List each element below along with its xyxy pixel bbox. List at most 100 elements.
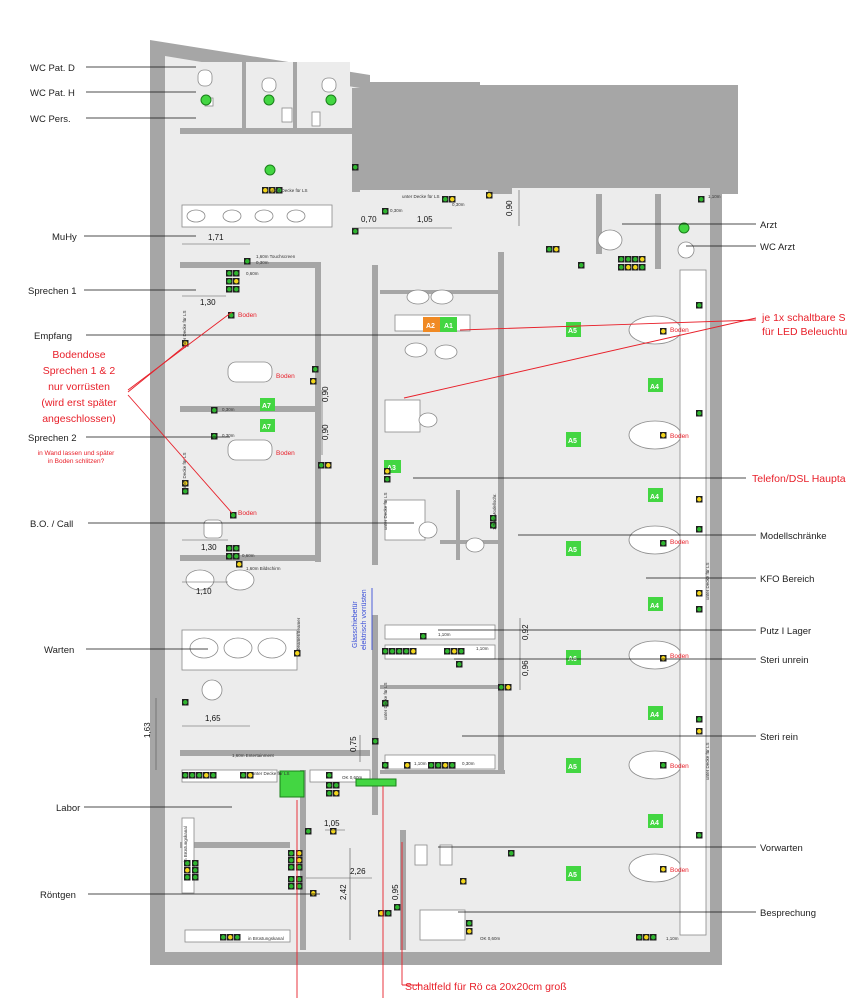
outlet-dot-icon: [404, 649, 409, 654]
glasschiebetuer-text: Glasschiebetür: [352, 601, 359, 648]
label-wc-arzt: WC Arzt: [760, 242, 795, 253]
outlet-dot-icon: [231, 513, 236, 518]
outlet-dot-icon: [327, 773, 332, 778]
wc-light-icon: [200, 94, 212, 106]
outlet-dot-icon: [313, 367, 318, 372]
bodendose-line-4: (wird erst später: [41, 397, 117, 409]
wc-light-icon: [325, 94, 337, 106]
outlet-dot-icon: [697, 591, 702, 596]
outlet-dot-icon: [390, 649, 395, 654]
red-notes: Bodendose Sprechen 1 & 2 nur vorrüsten (…: [38, 311, 567, 998]
label-steri-rein: Steri rein: [760, 732, 798, 743]
building-shell: [150, 40, 738, 965]
outlet-dot-icon: [204, 773, 209, 778]
outlet-dot-icon: [193, 868, 198, 873]
zone-a4-1: [648, 378, 663, 392]
zone-a1-label: A1: [444, 323, 453, 330]
outlet-dot-icon: [509, 851, 514, 856]
zone-a5-4: [566, 758, 581, 773]
height-note: 0,30m: [222, 407, 235, 412]
outlet-dot-icon: [429, 763, 434, 768]
boden-note: Boden: [670, 763, 689, 770]
outlet-dot-icon: [651, 935, 656, 940]
zone-a5-1-label: A5: [568, 328, 577, 335]
outlet-dot-icon: [491, 523, 496, 528]
outlet-dot-icon: [289, 851, 294, 856]
outlet-dot-icon: [405, 763, 410, 768]
outlet-dot-icon: [306, 829, 311, 834]
outlet-dot-icon: [245, 259, 250, 264]
height-note: 0,30m: [452, 202, 465, 207]
zone-a6: [566, 650, 581, 665]
outlet-dot-icon: [633, 257, 638, 262]
outlet-dot-icon: [297, 865, 302, 870]
outlet-dot-icon: [411, 649, 416, 654]
label-kfo: KFO Bereich: [760, 574, 814, 585]
outlet-dot-icon: [661, 433, 666, 438]
outlet-dot-icon: [459, 649, 464, 654]
zone-a4-1-label: A4: [650, 384, 659, 391]
outlet-dot-icon: [212, 408, 217, 413]
label-putz: Putz I Lager: [760, 626, 811, 637]
glass-door-note: Glasschiebetür elektrisch vorrüsten: [352, 588, 373, 650]
wc-light-icon: [678, 222, 690, 234]
outlet-dot-icon: [190, 773, 195, 778]
outlet-dot-icon: [619, 257, 624, 262]
outlet-dot-icon: [327, 783, 332, 788]
right-labels: Arzt WC Arzt je 1x schaltbare S für LED …: [403, 220, 847, 919]
zone-a4-4-label: A4: [650, 712, 659, 719]
label-schaltbare-2: für LED Beleuchtu: [762, 326, 847, 338]
wand-note-1: in Wand lassen und später: [38, 450, 116, 457]
outlet-dot-icon: [661, 867, 666, 872]
boden-note: Boden: [276, 450, 295, 457]
zone-a4-3-label: A4: [650, 603, 659, 610]
outlet-dot-icon: [450, 763, 455, 768]
outlet-dot-icon: [487, 193, 492, 198]
label-wc-pers: WC Pers.: [30, 114, 71, 125]
ceiling-note: unter Decke für LS: [182, 310, 187, 348]
boden-note: Boden: [238, 312, 257, 319]
outlet-dot-icon: [289, 865, 294, 870]
modellschrank-note: 1,70m Modellschr.: [492, 493, 497, 530]
dimension-105: 1,05: [417, 215, 433, 224]
outlet-dot-icon: [644, 935, 649, 940]
dimension-095: 0,95: [391, 884, 400, 900]
outlet-dot-icon: [467, 929, 472, 934]
zone-a5-3: [566, 541, 581, 556]
outlet-dot-icon: [385, 477, 390, 482]
outlet-dot-icon: [661, 329, 666, 334]
outlet-dot-icon: [311, 379, 316, 384]
ceiling-note: unter Decke für LS: [402, 194, 440, 199]
bodendose-line-1: Bodendose: [52, 349, 105, 361]
ok-note: OK 0,60m: [342, 775, 363, 780]
outlet-dot-icon: [227, 271, 232, 276]
dimension-110: 1,10: [196, 587, 212, 596]
label-wc-pat-h: WC Pat. H: [30, 88, 75, 99]
height-note: 0,30m: [462, 761, 475, 766]
label-arzt: Arzt: [760, 220, 777, 231]
outlet-dot-icon: [383, 763, 388, 768]
ceiling-note: unter Decke für LS: [383, 682, 388, 720]
outlet-dot-icon: [697, 497, 702, 502]
outlet-dot-icon: [277, 188, 282, 193]
outlet-dot-icon: [457, 662, 462, 667]
outlet-dot-icon: [227, 554, 232, 559]
outlet-dot-icon: [626, 265, 631, 270]
outlet-dot-icon: [421, 634, 426, 639]
label-vorwarten: Vorwarten: [760, 843, 803, 854]
outlet-dot-icon: [443, 763, 448, 768]
ceiling-note: unter Decke für LS: [383, 492, 388, 530]
zone-a5-4-label: A5: [568, 764, 577, 771]
outlet-dot-icon: [461, 879, 466, 884]
outlet-dot-icon: [319, 463, 324, 468]
bruestungskanal-note: in Brüstungskanal: [248, 936, 284, 941]
outlet-dot-icon: [185, 868, 190, 873]
outlet-dot-icon: [234, 271, 239, 276]
zone-a7-top-label: A7: [262, 403, 271, 410]
outlet-dot-icon: [626, 257, 631, 262]
ok-note: OK 0,60m: [480, 936, 501, 941]
outlet-dot-icon: [327, 791, 332, 796]
outlet-dot-icon: [185, 861, 190, 866]
outlet-dot-icon: [661, 763, 666, 768]
outlet-dot-icon: [452, 649, 457, 654]
